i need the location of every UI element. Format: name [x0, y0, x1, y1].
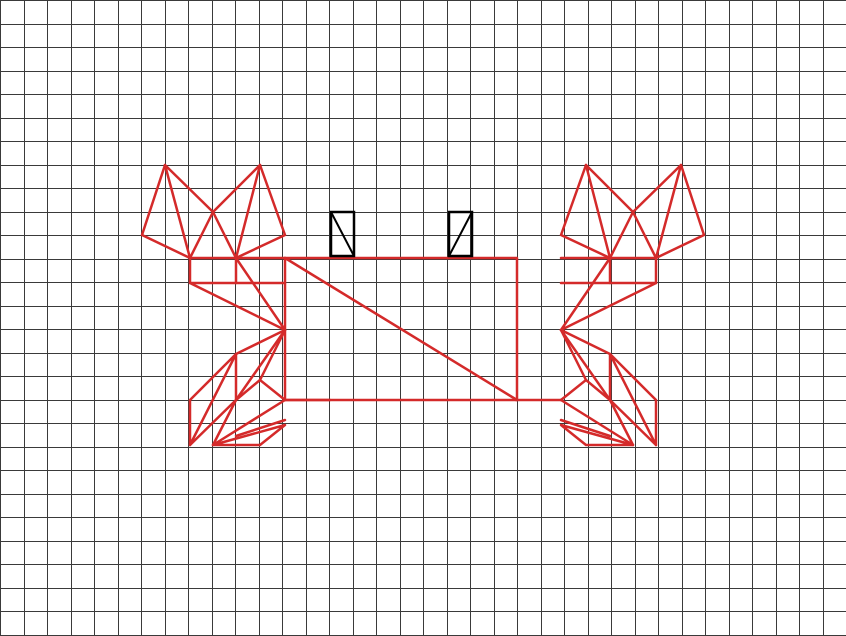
- right-eye-box: [447, 210, 474, 258]
- crab-left-limb-segment: [188, 281, 287, 332]
- left-eye-diagonal: [330, 211, 355, 257]
- crab-left-limb-segment: [234, 328, 287, 402]
- crab-right-limb-segment: [559, 281, 658, 332]
- crab-left-limb-segment: [234, 418, 287, 438]
- crab-right-limb-segment: [584, 378, 612, 402]
- crab-right-limb-segment: [559, 423, 635, 447]
- crab-right-limb-segment: [559, 418, 612, 438]
- crab-body-segment: [283, 256, 519, 402]
- crab-right-limb-segment: [559, 256, 612, 332]
- left-eye-box: [329, 210, 356, 258]
- crab-right-limb-segment: [584, 163, 612, 260]
- crab-left-limb-segment: [211, 423, 287, 447]
- crab-left-limb-segment: [234, 256, 287, 332]
- crab-left-limb-segment: [211, 163, 287, 260]
- crab-right-limb-segment: [559, 328, 658, 447]
- right-eye-diagonal: [448, 211, 473, 257]
- crab-left-limb-segment: [188, 328, 287, 447]
- crab-left-limb-segment: [234, 163, 262, 260]
- crab-left-limb-segment: [163, 163, 192, 260]
- crab-outline: [140, 163, 706, 447]
- crab-eyes: [329, 210, 474, 258]
- crab-right-limb-segment: [559, 163, 635, 260]
- crab-right-limb-segment: [559, 328, 612, 402]
- crab-right-limb-segment: [654, 163, 683, 260]
- crab-left-limb-segment: [234, 378, 262, 402]
